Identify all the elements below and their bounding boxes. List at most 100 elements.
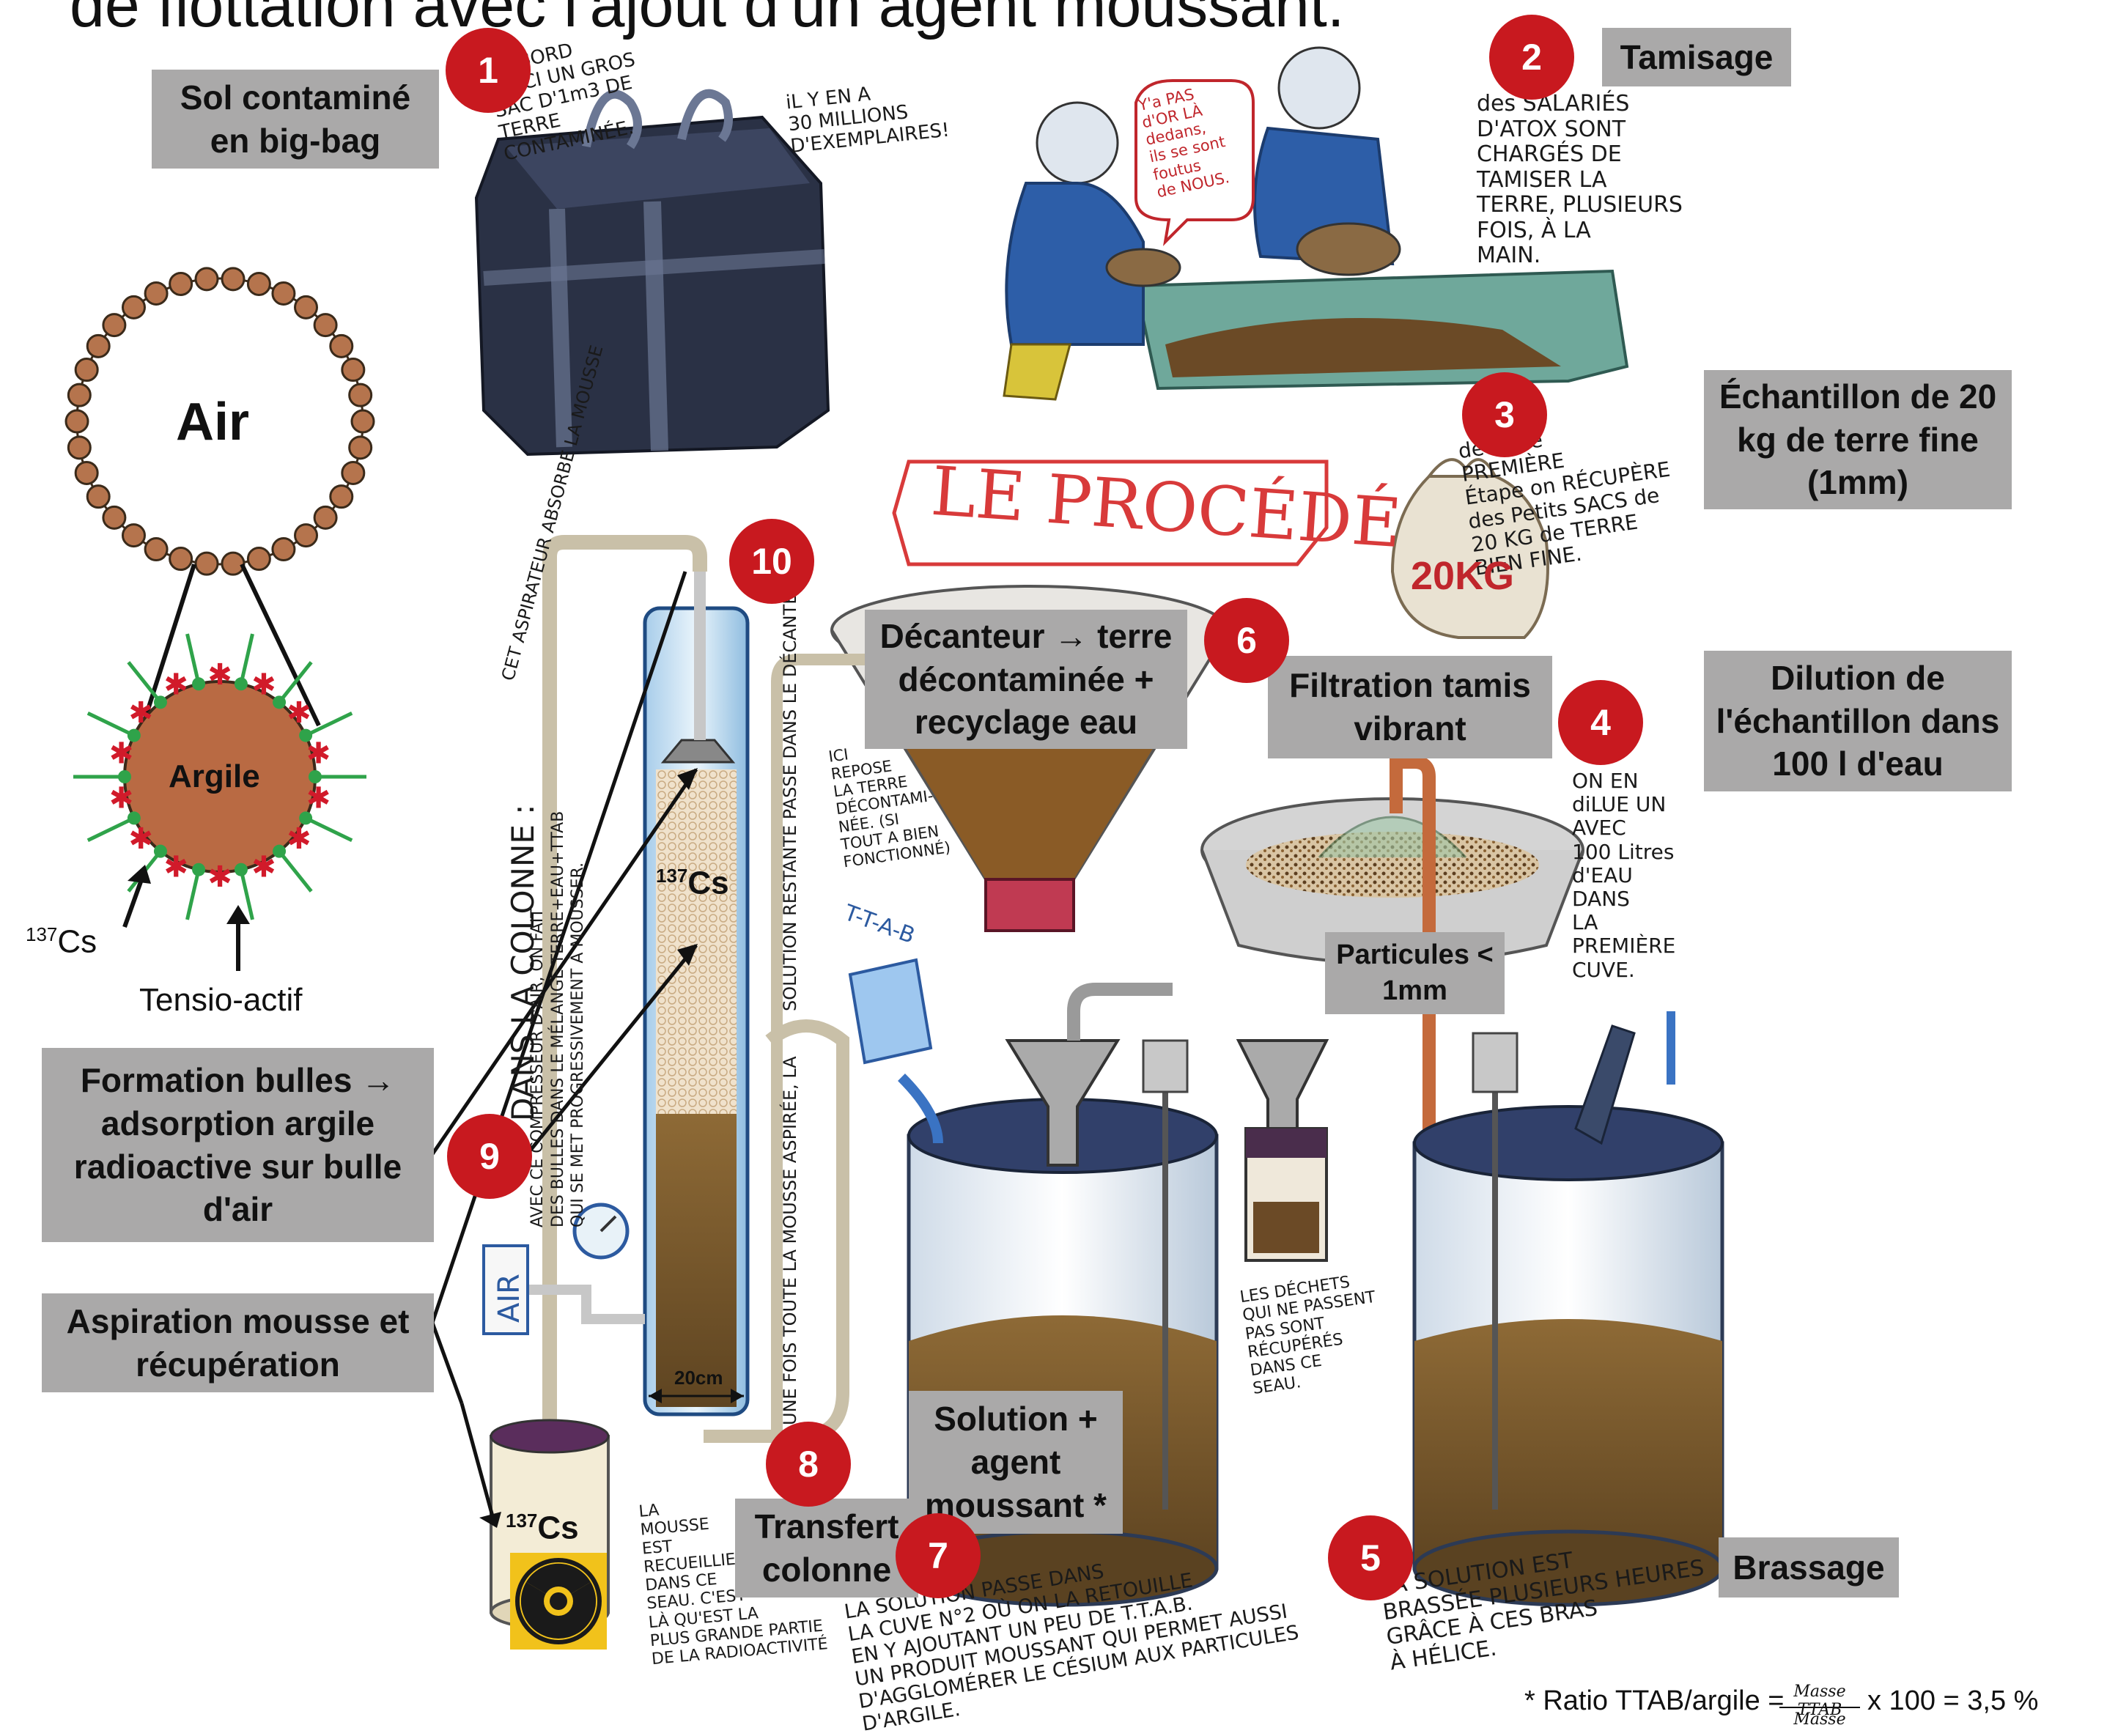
- note-sieving: des SALARIÉS D'ATOX SONT CHARGÉS DE TAMI…: [1477, 92, 1683, 269]
- bubble-bead: [145, 539, 167, 561]
- cs-star: ✱: [251, 668, 276, 702]
- cs-star: ✱: [287, 822, 311, 856]
- callout-step8: Solution + agent moussant *: [909, 1391, 1123, 1534]
- cs-star: ✱: [207, 860, 232, 894]
- bubble-bead: [248, 273, 270, 295]
- callout-step5: Brassage: [1719, 1537, 1899, 1598]
- bubble-bead: [122, 525, 144, 547]
- bubble-bead: [170, 273, 192, 295]
- bubble-bead: [273, 539, 295, 561]
- cs-star: ✱: [207, 658, 232, 692]
- column-width-label: 20cm: [674, 1367, 723, 1389]
- bubble-bead: [331, 486, 353, 508]
- bubble-bead: [342, 462, 364, 484]
- tensio-tail: [88, 818, 134, 840]
- tensio-tail: [88, 713, 134, 735]
- tensio-tail: [279, 852, 311, 892]
- bubble-bead: [87, 486, 109, 508]
- tensio-head: [235, 677, 248, 690]
- ratio-footnote: * Ratio TTAB/argile =: [1524, 1685, 1784, 1717]
- cs137-label-column: 137Cs: [656, 865, 729, 902]
- bubble-bead: [196, 553, 218, 575]
- callout-particules: Particules < 1mm: [1325, 932, 1505, 1014]
- callout-step3: Échantillon de 20 kg de terre fine (1mm): [1704, 370, 2012, 509]
- bubble-bead: [295, 525, 317, 547]
- callout-aspiration: Aspiration mousse et récupération: [42, 1293, 434, 1392]
- badge-step2: 2: [1489, 15, 1574, 100]
- bubble-bead: [248, 548, 270, 570]
- tensio-head: [273, 695, 286, 709]
- bubble-bead: [68, 384, 90, 406]
- bubble-bead: [222, 553, 244, 575]
- tensio-head: [128, 729, 141, 742]
- cs-star: ✱: [109, 736, 134, 770]
- note-dilution: ON EN diLUE UN AVEC 100 Litres d'EAU DAN…: [1572, 769, 1675, 982]
- cs-star: ✱: [306, 782, 331, 816]
- bubble-bead: [314, 506, 336, 528]
- callout-step4: Dilution de l'échantillon dans 100 l d'e…: [1704, 651, 2012, 791]
- bubble-bead: [103, 314, 125, 336]
- badge-step9: 9: [447, 1114, 532, 1199]
- callout-step9: Formation bulles → adsorption argile rad…: [42, 1048, 434, 1242]
- bubble-bead: [352, 410, 374, 432]
- air-label: AIR: [492, 1274, 526, 1323]
- ttab-jug: [850, 960, 938, 1143]
- bubble-air-label: Air: [176, 392, 249, 452]
- bubble-bead: [145, 282, 167, 304]
- note-decanter: ICI REPOSE LA TERRE DÉCONTAMI- NÉE. (SI …: [827, 734, 952, 871]
- tensio-head: [118, 770, 131, 783]
- badge-step4: 4: [1558, 680, 1643, 765]
- cs137-label-bucket: 137Cs: [506, 1510, 579, 1547]
- callout-step7: Transfert colonne: [735, 1499, 918, 1598]
- note-once-all: UNE FOIS TOUTE LA MOUSSE ASPIRÉE, LA: [781, 1056, 801, 1425]
- bubble-bead: [350, 437, 372, 459]
- bubble-bead: [68, 437, 90, 459]
- badge-step3: 3: [1462, 372, 1547, 457]
- cs-star: ✱: [163, 850, 188, 884]
- bubble-bead: [122, 296, 144, 318]
- tensio-head: [235, 863, 248, 876]
- bubble-tensio-label: Tensio-actif: [139, 982, 303, 1019]
- ratio-prefix: * Ratio TTAB/argile =: [1524, 1685, 1784, 1716]
- badge-step8: 8: [766, 1422, 851, 1507]
- bubble-bead: [295, 296, 317, 318]
- callout-step6: Filtration tamis vibrant: [1268, 656, 1552, 758]
- bubble-bead: [170, 548, 192, 570]
- bubble-bead: [350, 384, 372, 406]
- column-vertical-label: DANS LA COLONNE :: [506, 805, 541, 1121]
- badge-step5: 5: [1328, 1515, 1413, 1600]
- callout-step10: Décanteur → terre décontaminée + recycla…: [865, 610, 1187, 749]
- ratio-suffix: x 100 = 3,5 %: [1867, 1685, 2038, 1717]
- cs-star: ✱: [128, 696, 153, 730]
- badge-step1: 1: [446, 28, 531, 113]
- bubble-bead: [342, 359, 364, 381]
- badge-step10: 10: [729, 519, 814, 604]
- tensio-tail: [306, 818, 352, 840]
- bubble-schematic: ✱✱✱✱✱✱✱✱✱✱✱✱✱✱: [66, 268, 374, 971]
- note-remaining: SOLUTION RESTANTE PASSE DANS LE DÉCANTEU…: [781, 568, 801, 1011]
- badge-step6: 6: [1204, 598, 1289, 683]
- ratio-denominator: Masse argile: [1779, 1710, 1860, 1728]
- callout-step1: Sol contaminé en big-bag: [152, 70, 439, 169]
- tensio-tail: [187, 870, 199, 920]
- cs-star: ✱: [287, 696, 311, 730]
- bubble-argile-label: Argile: [169, 758, 260, 795]
- bubble-bead: [196, 268, 218, 290]
- bubble-bead: [75, 462, 97, 484]
- cs-star: ✱: [128, 822, 153, 856]
- note-waste: LES DÉCHETS QUI NE PASSENT PAS SONT RÉCU…: [1239, 1270, 1387, 1399]
- mixing-tank-1: [1414, 1011, 1722, 1605]
- cs-star: ✱: [163, 668, 188, 702]
- tensio-tail: [187, 634, 199, 684]
- tensio-head: [192, 863, 205, 876]
- bubble-bead: [331, 335, 353, 357]
- bubble-bead: [87, 335, 109, 357]
- bubble-bead: [66, 410, 88, 432]
- bubble-bead: [75, 359, 97, 381]
- bubble-bead: [103, 506, 125, 528]
- callout-step2: Tamisage: [1602, 28, 1791, 86]
- bubble-bead: [314, 314, 336, 336]
- radiation-icon: [510, 1553, 607, 1650]
- bubble-bead: [273, 282, 295, 304]
- flotation-column: [645, 572, 748, 1414]
